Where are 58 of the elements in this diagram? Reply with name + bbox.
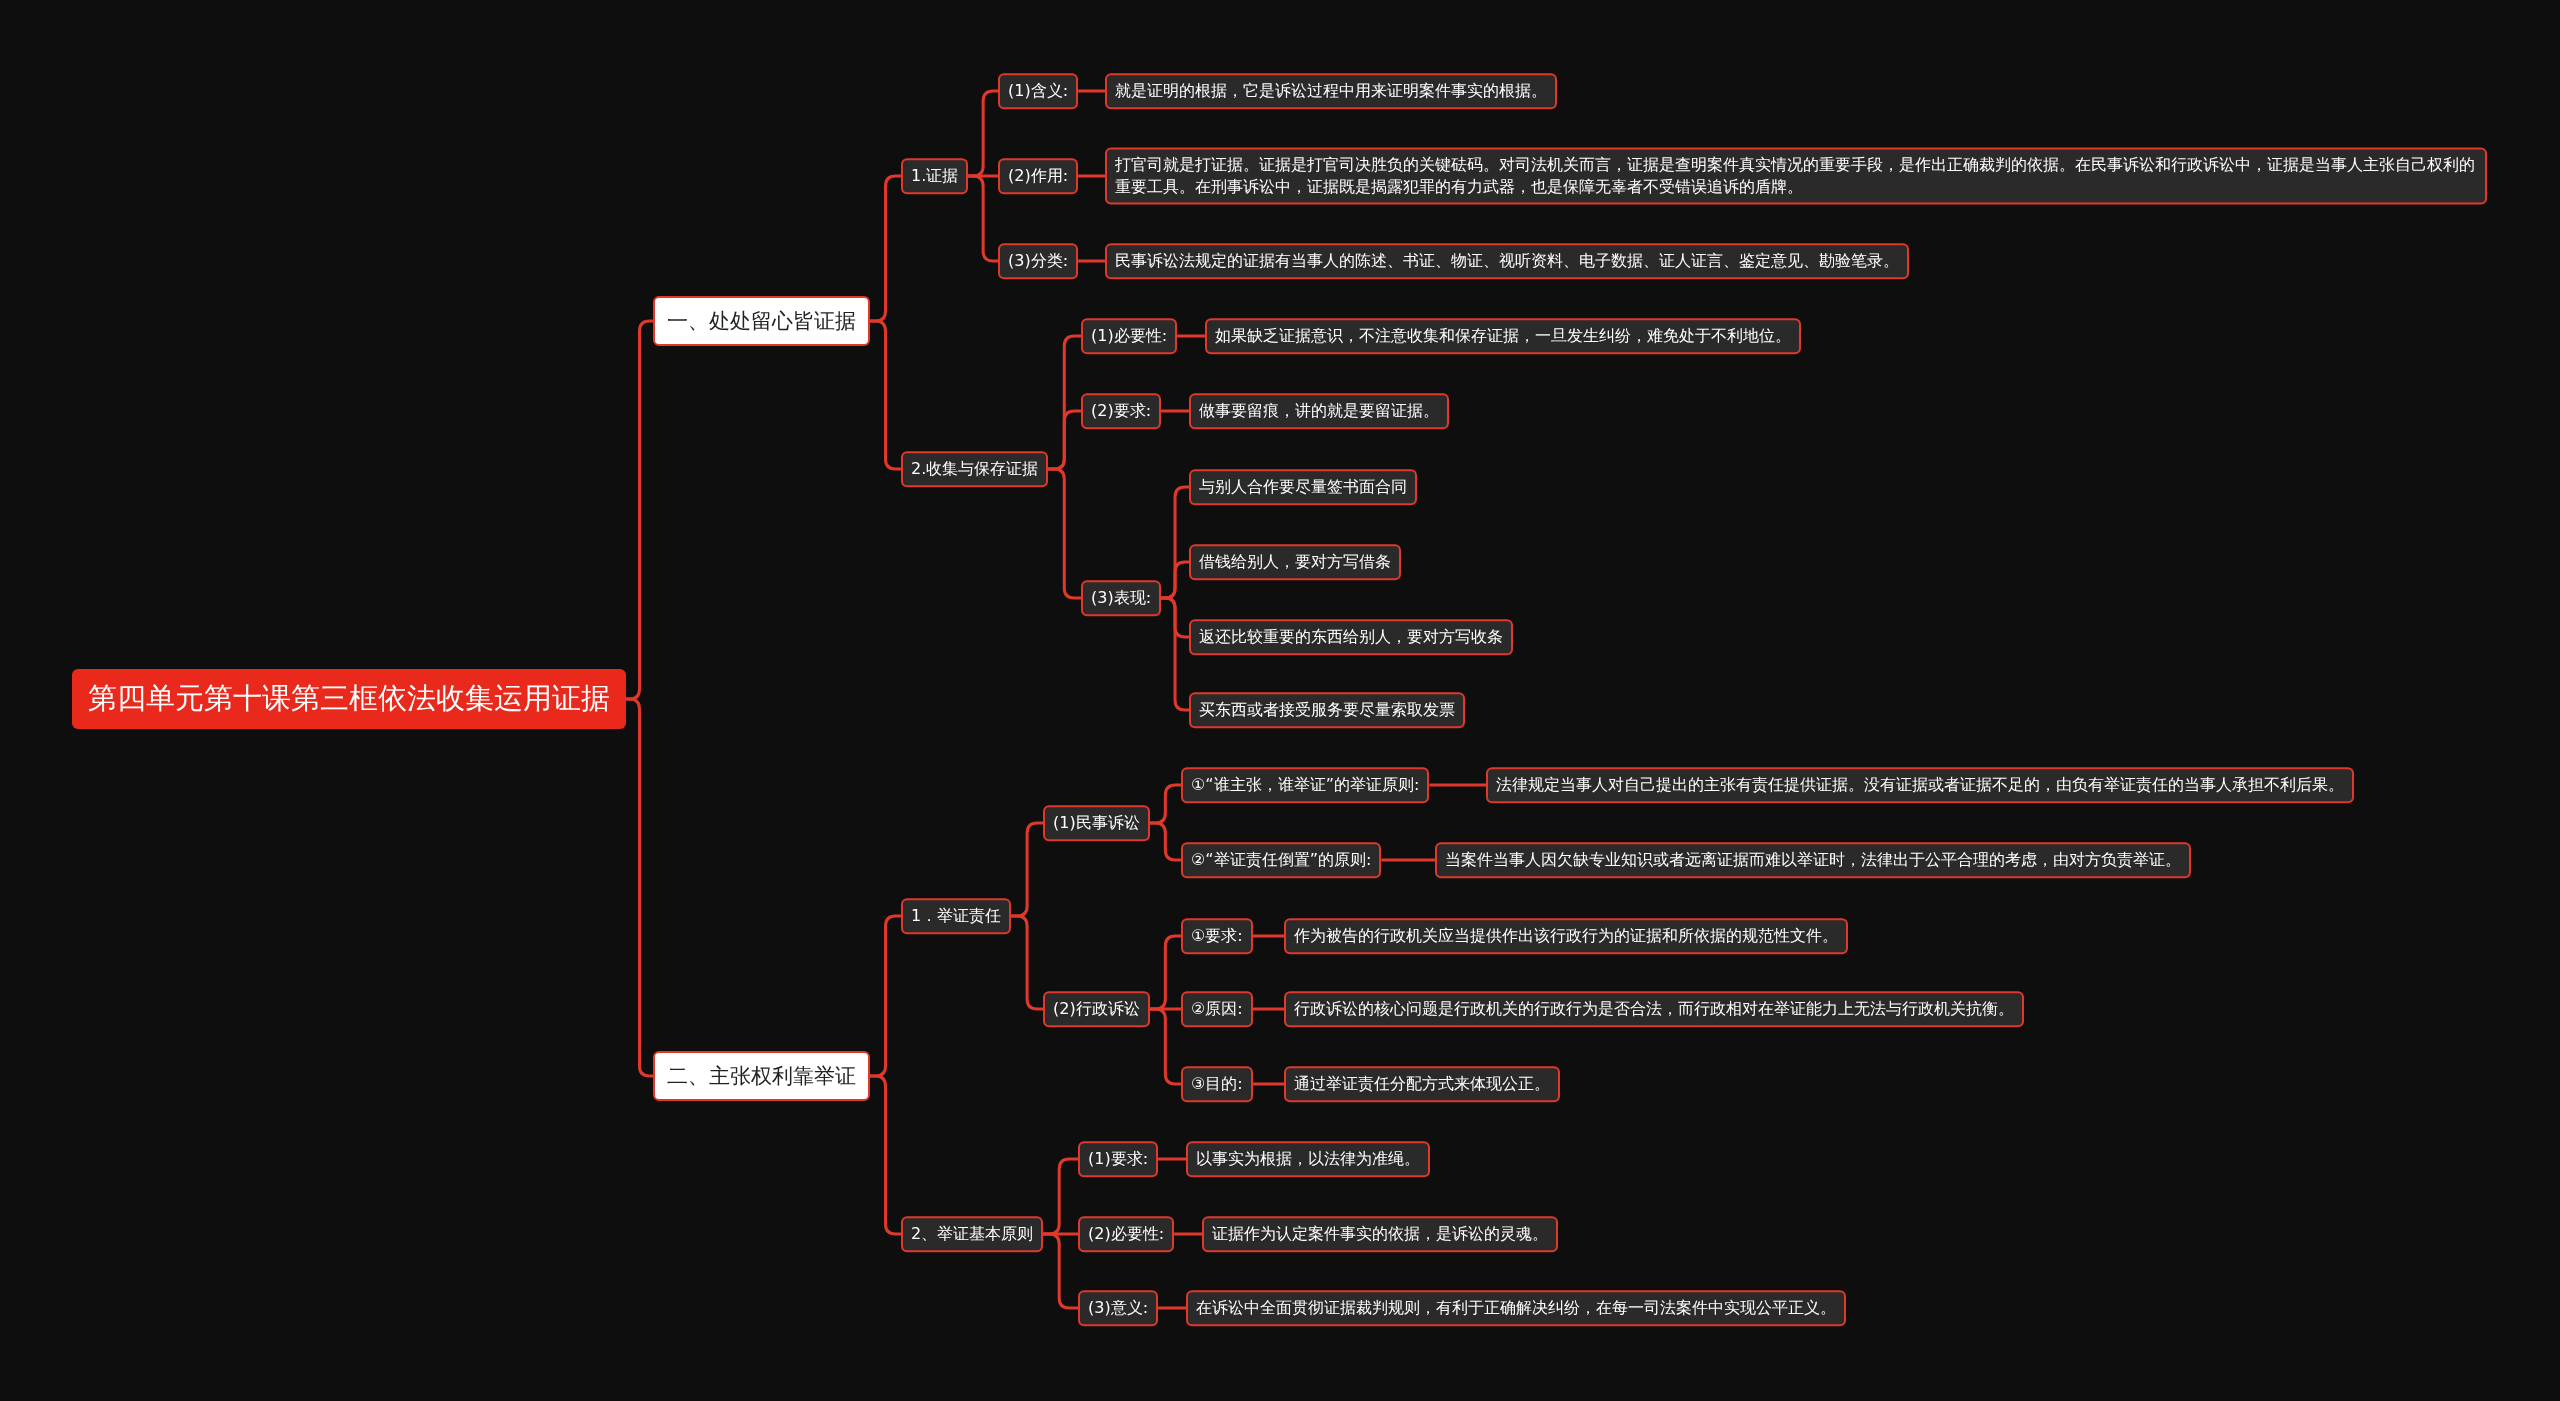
topic-box: 2.收集与保存证据 [901, 451, 1049, 487]
main-topic-box: 二、主张权利靠举证 [653, 1051, 870, 1101]
topic-box: 当案件当事人因欠缺专业知识或者远离证据而难以举证时，法律出于公平合理的考虑，由对方负责举证。 [1435, 842, 2191, 878]
topic-box: 如果缺乏证据意识，不注意收集和保存证据，一旦发生纠纷，难免处于不利地位。 [1205, 318, 1801, 354]
connector-line [1252, 1082, 1284, 1086]
topic-box: (2)作用: [998, 158, 1079, 194]
connector-line [1177, 334, 1205, 338]
connector-line [1078, 259, 1105, 263]
topic-box: (3)表现: [1081, 580, 1162, 616]
topic-box: 就是证明的根据，它是诉讼过程中用来证明案件事实的根据。 [1105, 73, 1557, 109]
topic-box: 在诉讼中全面贯彻证据裁判规则，有利于正确解决纠纷，在每一司法案件中实现公平正义。 [1186, 1290, 1846, 1326]
connector-line [1078, 174, 1105, 178]
topic-box: (1)必要性: [1081, 318, 1178, 354]
connector-line [1158, 1157, 1186, 1161]
connector-line [1429, 783, 1486, 787]
connector-line [1158, 1306, 1186, 1310]
connector-line [626, 697, 653, 1078]
topic-box: ①“谁主张，谁举证”的举证原则: [1181, 767, 1430, 803]
connector-line [1043, 1232, 1078, 1310]
connector-line [1011, 914, 1043, 1011]
connector-line [1252, 1007, 1284, 1011]
topic-box: (3)分类: [998, 243, 1079, 279]
connector-line [1381, 858, 1435, 862]
topic-box: (1)要求: [1078, 1141, 1159, 1177]
topic-box: 做事要留痕，讲的就是要留证据。 [1189, 393, 1449, 429]
connector-line [1048, 467, 1081, 600]
connector-line [1149, 821, 1181, 862]
topic-box: 与别人合作要尽量签书面合同 [1189, 469, 1417, 505]
topic-box: 1.证据 [901, 158, 969, 194]
topic-box: 法律规定当事人对自己提出的主张有责任提供证据。没有证据或者证据不足的，由负有举证责任的当事人承担不利后果。 [1486, 767, 2354, 803]
topic-box: 打官司就是打证据。证据是打官司决胜负的关键砝码。对司法机关而言，证据是查明案件真实情况的重要手段，是作出正确裁判的依据。在民事诉讼和行政诉讼中，证据是当事人主张自己权利的重要工具。在刑事诉讼中，证据既是揭露犯罪的有力武器，也是保障无辜者不受错误追诉的盾牌。 [1105, 147, 2487, 205]
connector-line [1174, 1232, 1202, 1236]
topic-box: 作为被告的行政机关应当提供作出该行政行为的证据和所依据的规范性文件。 [1284, 918, 1848, 954]
connector-line [1078, 89, 1105, 93]
topic-box: ②“举证责任倒置”的原则: [1181, 842, 1382, 878]
topic-box: (1)民事诉讼 [1043, 805, 1150, 841]
topic-box: 返还比较重要的东西给别人，要对方写收条 [1189, 619, 1513, 655]
topic-box: (3)意义: [1078, 1290, 1159, 1326]
topic-box: (2)必要性: [1078, 1216, 1175, 1252]
central-topic: 第四单元第十课第三框依法收集运用证据 [72, 669, 626, 729]
topic-box: 证据作为认定案件事实的依据，是诉讼的灵魂。 [1202, 1216, 1558, 1252]
topic-box: 行政诉讼的核心问题是行政机关的行政行为是否合法，而行政相对在举证能力上无法与行政机关抗衡。 [1284, 991, 2024, 1027]
main-topic-box: 一、处处留心皆证据 [653, 296, 870, 346]
topic-box: ②原因: [1181, 991, 1253, 1027]
connector-line [1161, 409, 1189, 413]
topic-box: ③目的: [1181, 1066, 1253, 1102]
topic-box: 通过举证责任分配方式来体现公正。 [1284, 1066, 1560, 1102]
connector-line [1252, 934, 1284, 938]
topic-box: 民事诉讼法规定的证据有当事人的陈述、书证、物证、视听资料、电子数据、证人证言、鉴定意见、勘验笔录。 [1105, 243, 1909, 279]
topic-box: (2)行政诉讼 [1043, 991, 1150, 1027]
topic-box: ①要求: [1181, 918, 1253, 954]
topic-box: 买东西或者接受服务要尽量索取发票 [1189, 692, 1465, 728]
topic-box: 2、举证基本原则 [901, 1216, 1044, 1252]
topic-box: (2)要求: [1081, 393, 1162, 429]
topic-box: 以事实为根据，以法律为准绳。 [1186, 1141, 1430, 1177]
topic-box: 1．举证责任 [901, 898, 1012, 934]
topic-box: (1)含义: [998, 73, 1079, 109]
topic-box: 借钱给别人，要对方写借条 [1189, 544, 1401, 580]
